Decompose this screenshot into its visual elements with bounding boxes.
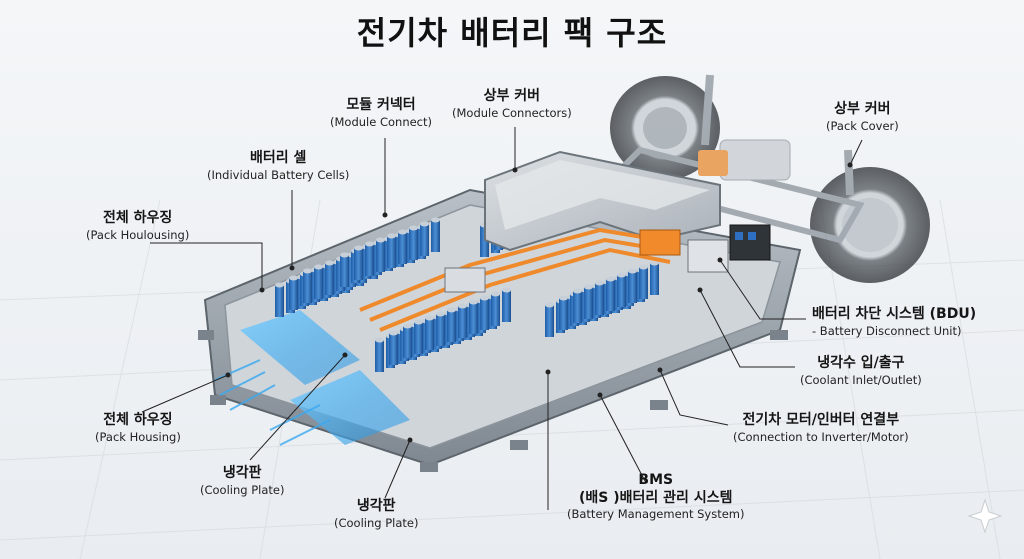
label-cooling-plate-1-en: (Cooling Plate): [200, 482, 285, 497]
label-housing-bottom-en: (Pack Housing): [95, 429, 181, 444]
battery-cell: [275, 282, 284, 317]
label-coolant: 냉각수 입/출구 (Coolant Inlet/Outlet): [800, 355, 922, 387]
battery-cell: [409, 225, 418, 260]
battery-cell: [354, 245, 363, 280]
battery-cell: [502, 287, 511, 322]
label-upper-cover-pack-ko: 상부 커버: [834, 101, 891, 117]
label-bdu: 배터리 차단 시스템 (BDU) - Battery Disconnect Un…: [812, 306, 976, 338]
battery-cell: [431, 217, 440, 252]
battery-cell: [469, 299, 478, 334]
label-module-connect-en: (Module Connect): [330, 114, 432, 129]
battery-cell: [458, 303, 467, 338]
cooling-plate-visual: [214, 310, 410, 446]
high-voltage-cabling: [359, 227, 671, 332]
label-housing-top-ko: 전체 하우징: [103, 210, 173, 226]
leader-lines: [141, 127, 863, 510]
battery-cell: [595, 280, 604, 315]
label-module-connect: 모듈 커넥터 (Module Connect): [330, 97, 432, 129]
bdu-unit: [639, 224, 771, 273]
battery-cell: [365, 241, 374, 276]
battery-cell: [545, 302, 554, 337]
battery-cell: [420, 221, 429, 256]
battery-cell: [303, 268, 312, 303]
leader-dots: [225, 162, 853, 443]
label-motor-connection: 전기차 모터/인버터 연결부 (Connection to Inverter/M…: [733, 412, 909, 444]
battery-cell: [289, 275, 298, 310]
label-coolant-ko: 냉각수 입/출구: [817, 355, 905, 371]
battery-cell: [650, 260, 659, 295]
label-bms-en: (Battery Management System): [567, 507, 745, 521]
label-bdu-ko: 배터리 차단 시스템 (BDU): [812, 306, 977, 322]
label-battery-cells-en: (Individual Battery Cells): [207, 167, 350, 182]
battery-cell: [447, 307, 456, 342]
label-cooling-plate-2-ko: 냉각판: [356, 498, 396, 514]
battery-cell: [628, 268, 637, 303]
label-cooling-plate-2: 냉각판 (Cooling Plate): [334, 498, 418, 530]
label-upper-cover-modules-ko: 상부 커버: [483, 88, 541, 104]
battery-cell: [398, 229, 407, 264]
label-bms-ko: (배S )배터리 관리 시스템: [579, 489, 733, 506]
label-motor-connection-ko: 전기차 모터/인버터 연결부: [742, 412, 900, 428]
label-upper-cover-modules: 상부 커버 (Module Connectors): [452, 88, 572, 120]
label-motor-connection-en: (Connection to Inverter/Motor): [733, 429, 909, 444]
label-bms: BMS (배S )배터리 관리 시스템 (Battery Management …: [567, 472, 745, 521]
battery-cell: [480, 295, 489, 330]
label-housing-bottom-ko: 전체 하우징: [103, 412, 173, 428]
battery-cell: [491, 291, 500, 326]
label-cooling-plate-1-ko: 냉각판: [222, 465, 262, 481]
label-upper-cover-modules-en: (Module Connectors): [452, 105, 572, 120]
battery-cell: [387, 233, 396, 268]
label-bdu-en: - Battery Disconnect Unit): [812, 323, 962, 338]
battery-cell: [436, 311, 445, 346]
battery-cell: [606, 276, 615, 311]
label-upper-cover-pack: 상부 커버 (Pack Cover): [826, 101, 899, 133]
label-battery-cells-ko: 배터리 셀: [249, 150, 307, 166]
label-housing-top: 전체 하우징 (Pack Houlousing): [86, 210, 189, 242]
battery-cell: [414, 319, 423, 354]
vehicle-chassis: [604, 74, 930, 283]
battery-cell: [389, 330, 398, 365]
label-housing-bottom: 전체 하우징 (Pack Housing): [95, 412, 181, 444]
label-battery-cells: 배터리 셀 (Individual Battery Cells): [207, 150, 349, 182]
battery-cell: [403, 323, 412, 358]
label-coolant-en: (Coolant Inlet/Outlet): [800, 372, 922, 387]
battery-cell: [340, 252, 349, 287]
battery-cell: [375, 337, 384, 372]
label-cooling-plate-1: 냉각판 (Cooling Plate): [200, 465, 284, 497]
battery-cell: [325, 260, 334, 295]
upper-cover: [484, 150, 721, 252]
battery-cell: [559, 295, 568, 330]
battery-cell: [376, 237, 385, 272]
battery-cell: [425, 315, 434, 350]
label-upper-cover-pack-en: (Pack Cover): [826, 118, 899, 133]
bms-module: [444, 267, 486, 293]
battery-cell: [584, 284, 593, 319]
sparkle-icon: [967, 498, 1003, 534]
label-bms-title: BMS: [638, 472, 674, 488]
page-title: 전기차 배터리 팩 구조: [356, 14, 668, 52]
battery-cell: [314, 264, 323, 299]
label-module-connect-ko: 모듈 커넥터: [346, 97, 416, 113]
battery-cell: [617, 272, 626, 307]
battery-cell: [639, 264, 648, 299]
label-cooling-plate-2-en: (Cooling Plate): [334, 515, 419, 530]
label-housing-top-en: (Pack Houlousing): [86, 227, 190, 242]
battery-cell: [573, 288, 582, 323]
